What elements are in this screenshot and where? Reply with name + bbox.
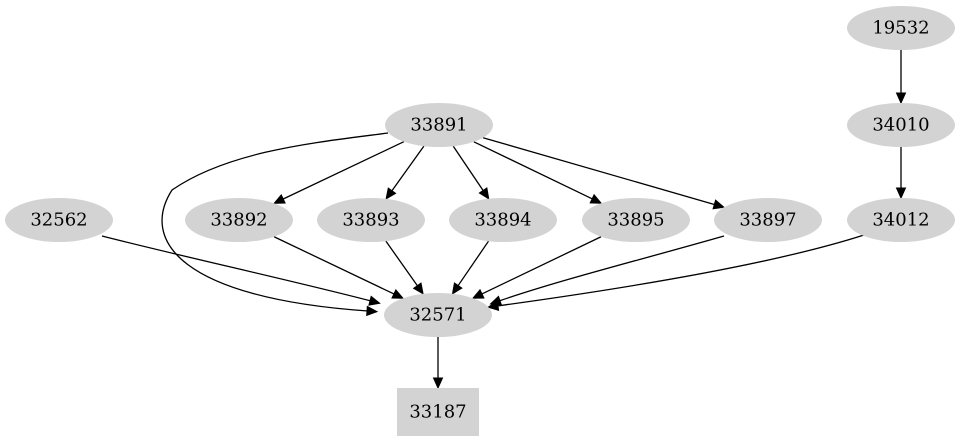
node-ellipse [385, 103, 493, 147]
graph-node-32571: 32571 [384, 293, 492, 337]
node-label: 32562 [30, 210, 87, 231]
graph-node-34012: 34012 [847, 198, 955, 242]
node-label: 33893 [342, 210, 399, 231]
graph-node-33187: 33187 [397, 388, 479, 436]
edge-arrowhead [451, 282, 463, 295]
graph-node-33895: 33895 [582, 198, 690, 242]
edge-arrowhead [273, 194, 286, 204]
edge-arrowhead [368, 295, 381, 306]
edge-line [482, 137, 715, 206]
node-ellipse [449, 198, 557, 242]
graph-node-33894: 33894 [449, 198, 557, 242]
edges-layer [101, 50, 907, 390]
edge-33892-to-32571 [273, 236, 405, 299]
edge-line [101, 235, 372, 302]
node-ellipse [582, 198, 690, 242]
node-ellipse [847, 198, 955, 242]
node-ellipse [714, 198, 822, 242]
edge-33894-to-32571 [451, 240, 490, 295]
graph-node-33893: 33893 [317, 198, 425, 242]
edge-arrowhead [432, 377, 444, 390]
edge-line [473, 141, 593, 200]
edge-arrowhead [895, 92, 907, 105]
graph-node-19532: 19532 [847, 6, 955, 50]
edge-line [481, 236, 602, 295]
edge-arrowhead [712, 199, 726, 210]
node-box [397, 388, 479, 436]
edge-33891-to-33897 [482, 137, 726, 210]
graph-node-34010: 34010 [847, 103, 955, 147]
edge-arrowhead [391, 288, 405, 299]
node-ellipse [185, 198, 293, 242]
edge-line [457, 240, 490, 286]
edge-34012-to-32571 [486, 234, 865, 312]
graph-node-32562: 32562 [5, 198, 113, 242]
edge-arrowhead [412, 282, 424, 295]
node-label: 33891 [410, 115, 467, 136]
node-label: 32571 [409, 305, 466, 326]
node-ellipse [5, 198, 113, 242]
node-ellipse [317, 198, 425, 242]
edge-arrowhead [366, 305, 379, 317]
node-label: 33892 [210, 210, 267, 231]
edge-line [282, 141, 405, 200]
edge-33893-to-32571 [385, 240, 424, 295]
edge-33891-to-33893 [385, 145, 425, 200]
node-label: 33895 [607, 210, 664, 231]
edge-arrowhead [478, 187, 490, 200]
edge-32571-to-33187 [432, 337, 444, 390]
edge-line [498, 235, 725, 302]
nodes-layer: 19532 34010 33891 32562 33892 33893 33894 33895… [5, 6, 955, 436]
edge-arrowhead [385, 187, 397, 200]
node-label: 33187 [409, 402, 466, 423]
edge-arrowhead [895, 187, 907, 200]
graph-node-33891: 33891 [385, 103, 493, 147]
edge-32562-to-32571 [101, 235, 381, 306]
edge-arrowhead [486, 300, 500, 312]
node-ellipse [384, 293, 492, 337]
edge-33895-to-32571 [471, 236, 602, 299]
node-label: 34012 [872, 210, 929, 231]
edge-33891-to-33892 [273, 141, 405, 204]
edge-line [496, 234, 865, 307]
node-label: 19532 [872, 18, 929, 39]
graph-node-33892: 33892 [185, 198, 293, 242]
node-label: 33894 [474, 210, 531, 231]
edge-33891-to-33895 [473, 141, 603, 204]
node-label: 34010 [872, 115, 929, 136]
edge-arrowhead [471, 288, 485, 299]
edge-33891-to-32571 [161, 132, 389, 317]
node-label: 33897 [739, 210, 796, 231]
edge-line [273, 236, 395, 295]
node-ellipse [847, 6, 955, 50]
graph-node-33897: 33897 [714, 198, 822, 242]
edge-arrowhead [589, 193, 603, 204]
edge-line [385, 240, 418, 287]
edge-34010-to-34012 [895, 147, 907, 200]
edge-33897-to-32571 [489, 235, 725, 306]
edge-19532-to-34010 [895, 50, 907, 105]
edge-line [452, 145, 484, 191]
edge-line [391, 145, 425, 192]
node-ellipse [847, 103, 955, 147]
edge-line [161, 132, 389, 312]
edge-33891-to-33894 [452, 145, 490, 200]
